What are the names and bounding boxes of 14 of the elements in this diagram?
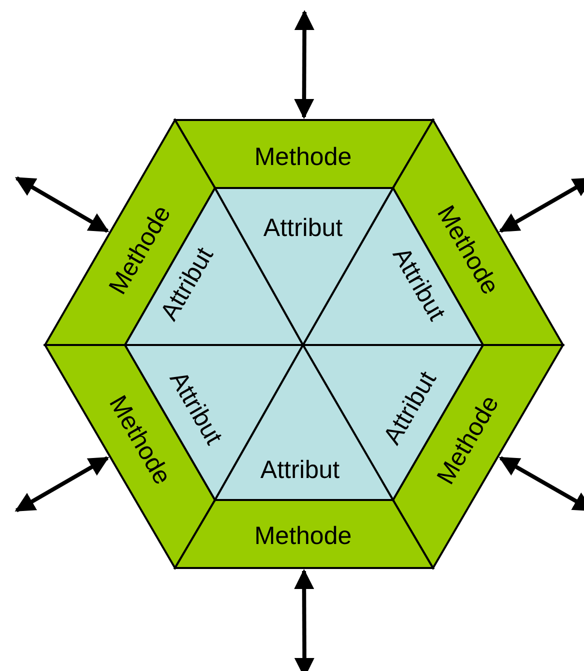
attribute-label: Attribut — [260, 456, 340, 484]
double-arrow — [498, 456, 584, 512]
method-label: Methode — [254, 522, 352, 550]
attribute-label: Attribut — [263, 214, 343, 242]
double-arrow — [14, 176, 110, 233]
method-label: Methode — [254, 143, 352, 171]
method-segment — [392, 118, 565, 346]
method-segment — [173, 119, 435, 189]
double-arrow — [498, 176, 584, 233]
double-arrow — [294, 10, 314, 119]
double-arrow — [14, 456, 110, 512]
method-segment — [43, 118, 216, 346]
double-arrow — [294, 569, 314, 671]
method-segment — [173, 499, 435, 569]
